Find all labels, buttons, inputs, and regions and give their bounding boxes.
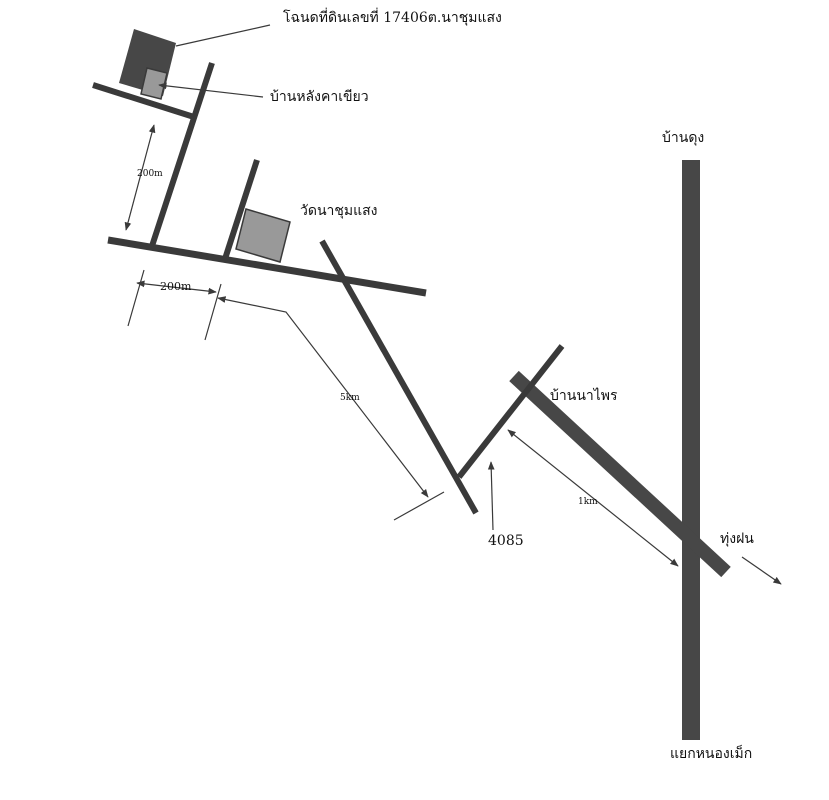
plot-leader-line <box>175 24 271 47</box>
thung-fon-direction-arrow <box>741 556 782 585</box>
green-roof-house-label: บ้านหลังคาเขียว <box>270 89 369 105</box>
plot-top-road <box>92 82 195 120</box>
road-4085-short-segment <box>456 344 565 479</box>
house-leader-line <box>158 82 264 98</box>
one-km-label: 1km <box>578 497 598 507</box>
one-km-dimension <box>507 429 679 567</box>
five-km-label: 5km <box>340 393 360 403</box>
temple-label: วัดนาชุมแสง <box>300 203 378 219</box>
five-km-dimension <box>217 296 429 498</box>
main-highway-road <box>682 160 700 740</box>
five-km-tick <box>393 491 445 521</box>
nong-mek-junction-label: แยกหนองเม็ก <box>670 744 752 762</box>
upper-200m-dimension <box>124 124 156 231</box>
road-4085-pointer <box>487 461 495 531</box>
plot-access-road <box>149 62 215 247</box>
side-200m-tick-right <box>204 283 222 341</box>
road-4085-label: 4085 <box>488 533 524 549</box>
upper-200m-label: 200m <box>137 169 163 179</box>
village-main-road <box>107 236 427 297</box>
green-roof-house-marker <box>140 67 168 100</box>
ban-dung-label: บ้านดุง <box>662 130 704 146</box>
ban-na-phai-label: บ้านนาไพร <box>550 387 618 404</box>
temple-building-marker <box>235 208 291 263</box>
temple-side-road <box>221 159 260 263</box>
side-200m-dimension <box>136 280 217 295</box>
side-200m-label: 200m <box>160 280 192 293</box>
thung-fon-label: ทุ่งฝน <box>720 531 754 547</box>
plot-label: โฉนดที่ดินเลขที่ 17406ต.นาชุมแสง <box>283 8 502 26</box>
side-200m-tick-left <box>127 269 145 327</box>
